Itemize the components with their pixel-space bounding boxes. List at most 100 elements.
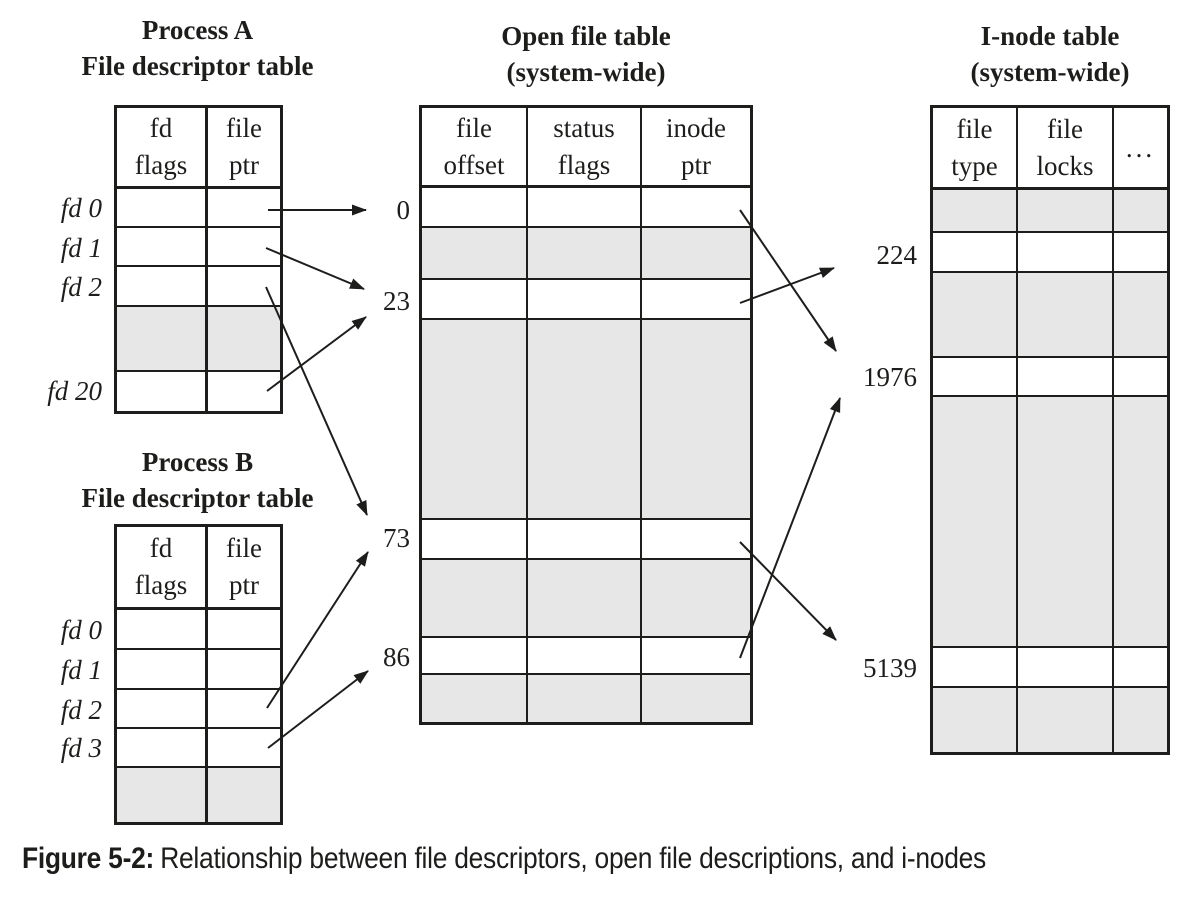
column-header-ellipsis: ... <box>1114 108 1167 187</box>
cell <box>528 520 642 558</box>
cell <box>933 190 1018 231</box>
inode-header-row: file type file locks ... <box>933 108 1167 190</box>
cell <box>1114 648 1167 686</box>
cell <box>1018 273 1114 356</box>
header-line: type <box>951 150 998 181</box>
arrow-open-file-73-to-inode-5139 <box>739 541 837 641</box>
cell <box>117 690 208 727</box>
cell <box>528 280 642 318</box>
header-line: file <box>1047 113 1083 144</box>
cell <box>208 650 280 688</box>
cell <box>642 280 750 318</box>
cell <box>933 397 1018 646</box>
cell <box>642 560 750 636</box>
cell <box>528 188 642 226</box>
table-row-entry-23 <box>422 280 750 320</box>
cell <box>117 729 208 766</box>
table-row-entry-86 <box>422 638 750 675</box>
row-label-b-fd2: fd 2 <box>60 695 102 725</box>
cell <box>642 675 750 722</box>
table-row-elided <box>422 675 750 722</box>
cell <box>1018 397 1114 646</box>
open-file-header-row: file offset status flags inode ptr <box>422 108 750 188</box>
cell <box>1018 190 1114 231</box>
cell <box>528 675 642 722</box>
cell <box>1114 397 1167 646</box>
column-header-file-locks: file locks <box>1018 108 1114 187</box>
cell <box>642 638 750 673</box>
cell <box>208 768 280 822</box>
row-label-inode-1976: 1976 <box>863 362 917 392</box>
table-row-fd20 <box>117 372 280 411</box>
table-row-fd2 <box>117 267 280 307</box>
cell <box>1018 233 1114 271</box>
process-b-fd-table: fd flags file ptr <box>114 524 283 825</box>
inode-title-line2: (system-wide) <box>970 57 1130 87</box>
cell <box>1114 358 1167 395</box>
cell <box>528 560 642 636</box>
table-row-inode-1976 <box>933 358 1167 397</box>
cell <box>933 233 1018 271</box>
row-label-a-fd0: fd 0 <box>60 193 102 223</box>
process-a-fd-table: fd flags file ptr <box>114 105 283 414</box>
header-line: ptr <box>229 570 259 600</box>
row-label-oft-23: 23 <box>383 286 410 316</box>
open-file-title-line1: Open file table <box>501 21 671 51</box>
cell <box>117 768 208 822</box>
column-header-file-ptr: file ptr <box>208 108 280 186</box>
cell <box>933 648 1018 686</box>
cell <box>422 188 528 226</box>
column-header-inode-ptr: inode ptr <box>642 108 750 185</box>
row-label-inode-224: 224 <box>876 240 918 270</box>
column-header-fd-flags: fd flags <box>117 527 208 607</box>
cell <box>642 228 750 278</box>
cell <box>208 729 280 766</box>
process-b-title: Process B File descriptor table <box>35 444 360 516</box>
row-label-a-fd20: fd 20 <box>47 376 102 406</box>
process-b-title-line1: Process B <box>141 447 254 477</box>
header-line: locks <box>1036 150 1094 181</box>
header-line: flags <box>557 149 611 180</box>
cell <box>208 228 280 265</box>
cell <box>528 320 642 518</box>
cell <box>1114 233 1167 271</box>
open-file-title-line2: (system-wide) <box>506 57 666 87</box>
table-row-elided <box>422 228 750 280</box>
header-line: flags <box>134 150 188 180</box>
cell <box>117 307 208 370</box>
table-row-elided <box>933 273 1167 358</box>
row-label-b-fd1: fd 1 <box>60 655 102 685</box>
column-header-status-flags: status flags <box>528 108 642 185</box>
cell <box>933 273 1018 356</box>
cell <box>528 638 642 673</box>
table-row-elided <box>422 560 750 638</box>
table-row-fd0 <box>117 189 280 228</box>
cell <box>208 690 280 727</box>
header-line: fd <box>149 533 173 563</box>
cell <box>208 307 280 370</box>
table-row-inode-224 <box>933 233 1167 273</box>
inode-table: file type file locks ... <box>930 105 1170 755</box>
column-header-file-type: file type <box>933 108 1018 187</box>
cell <box>208 267 280 305</box>
cell <box>422 675 528 722</box>
header-line: file <box>456 112 492 143</box>
arrow-open-file-23-to-inode-224 <box>739 267 835 304</box>
row-label-oft-73: 73 <box>383 523 410 553</box>
cell <box>642 520 750 558</box>
cell <box>1114 190 1167 231</box>
open-file-table-title: Open file table (system-wide) <box>436 18 736 90</box>
inode-title-line1: I-node table <box>980 21 1120 51</box>
cell <box>422 320 528 518</box>
row-label-a-fd2: fd 2 <box>60 272 102 302</box>
figure-caption-label: Figure 5-2: <box>22 842 155 875</box>
header-line: file <box>956 113 993 144</box>
table-row-elided <box>933 190 1167 233</box>
arrow-open-file-0-to-inode-1976 <box>739 209 837 352</box>
process-a-title-line1: Process A <box>141 15 254 45</box>
header-line: file <box>226 113 262 143</box>
column-header-fd-flags: fd flags <box>117 108 208 186</box>
cell <box>117 650 208 688</box>
table-row-elided <box>933 397 1167 648</box>
